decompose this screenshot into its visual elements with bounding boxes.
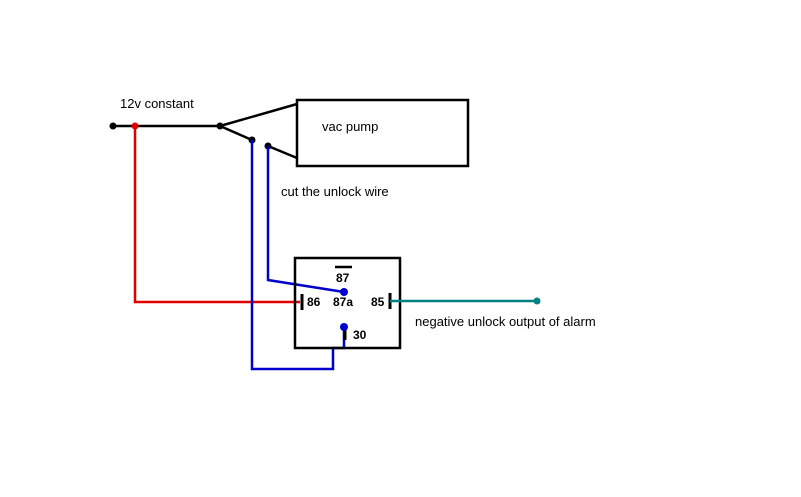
red-wire xyxy=(133,126,300,304)
split-wire-1 xyxy=(219,124,253,142)
pin-87-label: 87 xyxy=(336,271,350,285)
terminal-87a-dot xyxy=(340,288,348,296)
blue-wire-to-30 xyxy=(250,140,346,371)
black-wires xyxy=(113,102,298,160)
pin-86-label: 86 xyxy=(307,295,321,309)
vac-pump-label: vac pump xyxy=(322,119,378,134)
red-junction-dot xyxy=(131,122,139,130)
cut-wire-label: cut the unlock wire xyxy=(281,184,389,199)
pump-unlock-wire xyxy=(267,144,298,160)
power-end-dot xyxy=(109,122,117,130)
terminal-30-dot xyxy=(340,323,348,331)
pin-85-label: 85 xyxy=(371,295,385,309)
teal-end-dot xyxy=(533,297,541,305)
relay-box xyxy=(293,256,402,350)
split-junction-dot xyxy=(216,122,224,130)
power-label: 12v constant xyxy=(120,96,194,111)
blue-wire-to-87a xyxy=(266,146,345,294)
vac-pump-box xyxy=(295,98,470,168)
pin-30-label: 30 xyxy=(353,328,367,342)
alarm-output-label: negative unlock output of alarm xyxy=(415,314,596,329)
pin-87a-label: 87a xyxy=(333,295,353,309)
pump-feed-wire xyxy=(219,102,298,128)
